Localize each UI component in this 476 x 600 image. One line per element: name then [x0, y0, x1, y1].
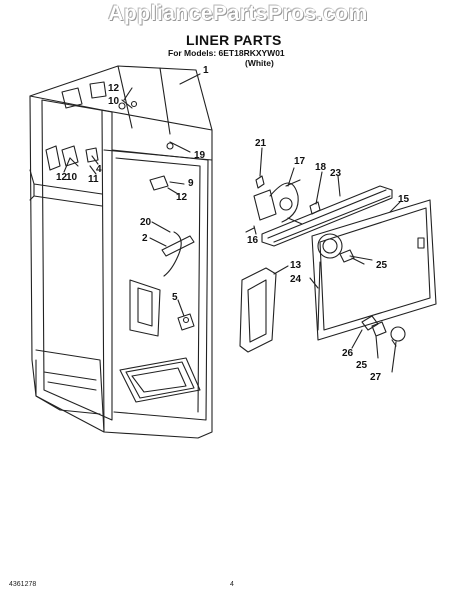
callout-labels: 1 12 10 19 12 10 4 11 9 12 20 2 5 21 17 …: [56, 65, 410, 383]
callout-25-right: 25: [376, 260, 388, 271]
callout-26: 26: [342, 348, 354, 359]
callout-10-top: 10: [108, 96, 120, 107]
callout-13: 13: [290, 260, 302, 271]
fan-motor-assembly: [245, 175, 321, 233]
callout-16: 16: [247, 235, 259, 246]
leader-lines: [63, 73, 401, 373]
color-line: (White): [245, 58, 274, 68]
liner-shell: [29, 65, 213, 439]
callout-4: 4: [96, 164, 102, 175]
callout-17: 17: [294, 156, 306, 167]
callout-19: 19: [194, 150, 206, 161]
fastener-parts: [339, 249, 406, 347]
callout-21: 21: [255, 138, 267, 149]
callout-11: 11: [88, 174, 99, 185]
callout-5: 5: [172, 292, 178, 303]
callout-12-mid: 12: [176, 192, 188, 203]
models-line: For Models: 6ET18RKXYW01: [168, 48, 285, 58]
air-duct: [239, 267, 277, 353]
diagram-title: LINER PARTS: [186, 32, 282, 48]
callout-20: 20: [140, 217, 152, 228]
liner-small-parts: [149, 175, 195, 331]
callout-15: 15: [398, 194, 410, 205]
callout-2: 2: [142, 233, 148, 244]
site-watermark: AppliancePartsPros.com: [108, 2, 368, 25]
air-channel: [261, 185, 393, 247]
callout-25-bottom: 25: [356, 360, 368, 371]
callout-23: 23: [330, 168, 342, 179]
document-number: 4361278: [9, 581, 37, 588]
callout-10-left: 10: [66, 172, 78, 183]
callout-1: 1: [203, 65, 209, 76]
page-number: 4: [230, 581, 234, 588]
callout-12-top: 12: [108, 83, 120, 94]
callout-18: 18: [315, 162, 327, 173]
callout-12-left: 12: [56, 172, 68, 183]
callout-24: 24: [290, 274, 302, 285]
callout-27: 27: [370, 372, 382, 383]
callout-9: 9: [188, 178, 194, 189]
